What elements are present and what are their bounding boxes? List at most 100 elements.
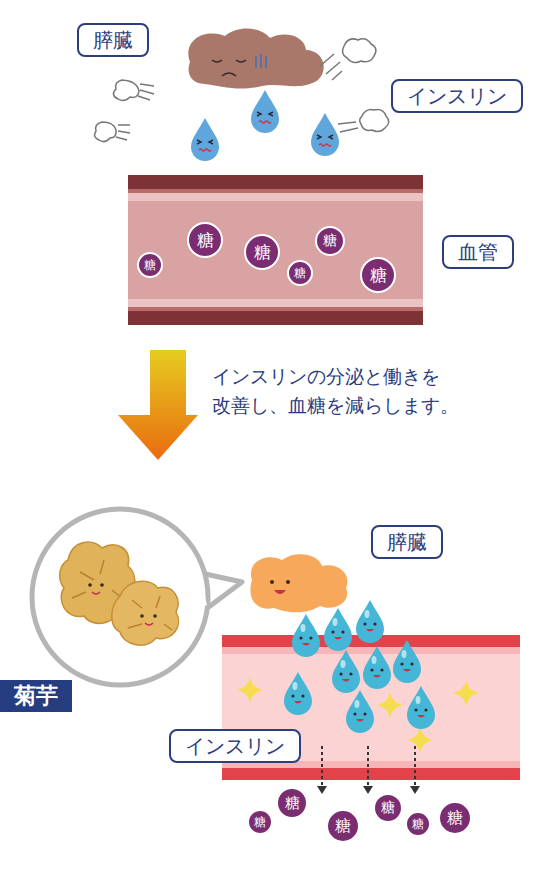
node-text: 糖 — [144, 257, 156, 274]
narrow-blood-vessel-part — [128, 189, 423, 193]
tired-insulin-drops-part — [191, 118, 219, 161]
active-insulin-drops-part — [324, 608, 352, 651]
kikuimo-tubers-part — [92, 592, 100, 594]
healthy-blood-vessel-part — [222, 768, 520, 780]
sugar-circle: 糖 — [244, 234, 280, 270]
narrow-blood-vessel-part — [128, 175, 423, 189]
title-tag: 菊芋 — [0, 680, 72, 712]
node-text: 菊芋 — [14, 682, 58, 710]
healthy-blood-vessel-part — [222, 647, 520, 654]
label-box: 膵臓 — [77, 23, 149, 57]
down-arrow — [118, 350, 198, 460]
kikuimo-tubers-part — [153, 614, 157, 618]
active-insulin-drops-part — [292, 614, 320, 657]
node-text: 血管 — [458, 239, 498, 265]
node-text: 膵臓 — [93, 27, 133, 53]
kikuimo-tubers-part — [112, 581, 179, 645]
active-insulin-drops-part — [356, 600, 384, 643]
sugar-circle: 糖 — [187, 222, 223, 258]
kikuimo-tubers — [60, 542, 179, 645]
sugar-circle: 糖 — [276, 787, 308, 819]
tired-pancreas-part — [116, 125, 130, 140]
sugar-circle: 糖 — [373, 793, 403, 823]
sugar-circle: 糖 — [315, 226, 345, 256]
kikuimo-tubers-part — [145, 623, 153, 625]
tired-pancreas-part — [138, 84, 154, 100]
narrow-blood-vessel-part — [128, 299, 423, 307]
tired-pancreas-part — [95, 122, 117, 142]
sugar-outflow-arrows-part — [414, 746, 416, 786]
sugar-outflow-arrows — [317, 746, 420, 794]
node-text: インスリン — [407, 83, 507, 109]
sugar-circle: 糖 — [360, 257, 396, 293]
healthy-blood-vessel-part — [453, 680, 479, 706]
tired-pancreas-part — [222, 73, 236, 76]
kikuimo-tubers-part — [72, 560, 122, 598]
speech-bubble-part — [198, 578, 204, 606]
tired-pancreas-part — [212, 60, 246, 62]
node-text: 糖 — [197, 229, 214, 252]
active-insulin-drops-part — [332, 650, 360, 693]
tired-pancreas-part — [338, 122, 358, 132]
active-insulin-drops-part — [393, 640, 421, 683]
active-insulin-drops — [284, 600, 435, 733]
sugar-circle: 糖 — [438, 801, 472, 835]
sugar-circle: 糖 — [287, 260, 313, 286]
narrow-blood-vessel-part — [128, 311, 423, 325]
sugar-outflow-arrows-part — [317, 786, 420, 794]
healthy-pancreas-part — [270, 580, 274, 584]
node-text: 膵臓 — [387, 529, 427, 555]
node-text: 糖 — [323, 232, 337, 250]
tired-pancreas-part — [343, 39, 376, 63]
tired-insulin-drops-part — [311, 113, 339, 156]
node-text: 糖 — [294, 265, 306, 282]
node-text: 糖 — [254, 814, 266, 831]
healthy-pancreas-part — [286, 580, 290, 584]
active-insulin-drops-part — [284, 672, 312, 715]
kikuimo-tubers-part — [100, 583, 104, 587]
healthy-pancreas-part — [274, 590, 286, 594]
node-text: 糖 — [447, 808, 463, 829]
narrow-blood-vessel-part — [128, 193, 423, 201]
speech-bubble — [32, 509, 242, 685]
active-insulin-drops-part — [407, 686, 435, 729]
healthy-pancreas-part — [250, 554, 347, 612]
sugar-circle: 糖 — [326, 809, 360, 843]
label-box: インスリン — [391, 79, 523, 113]
tired-pancreas-part — [320, 54, 342, 80]
narrow-blood-vessel-part — [128, 175, 423, 325]
kikuimo-tubers-part — [88, 583, 92, 587]
sugar-circle: 糖 — [247, 809, 273, 835]
narrow-blood-vessel-part — [128, 307, 423, 311]
node-text: 糖 — [335, 816, 351, 837]
node-text: 糖 — [412, 816, 424, 833]
caption-note: インスリンの分泌と働きを 改善し、血糖を減らします。 — [212, 362, 512, 420]
sugar-circle: 糖 — [405, 811, 431, 837]
speech-bubble-part — [32, 509, 208, 685]
kikuimo-tubers-part — [140, 614, 144, 618]
healthy-blood-vessel-part — [237, 677, 263, 703]
label-box: 血管 — [442, 235, 514, 269]
tired-insulin-drops — [191, 90, 339, 161]
tired-pancreas-part — [113, 80, 139, 101]
tired-pancreas-part — [256, 54, 266, 68]
tired-pancreas-part — [360, 110, 389, 132]
node-text: 糖 — [370, 264, 387, 287]
sugar-outflow-arrows-part — [321, 746, 323, 786]
sugar-outflow-arrows-part — [367, 746, 369, 786]
tired-pancreas-part — [188, 29, 323, 89]
node-text: 糖 — [381, 799, 395, 817]
kikuimo-tubers-part — [128, 596, 172, 630]
node-text: インスリン — [185, 733, 285, 759]
narrow-blood-vessel — [128, 175, 423, 325]
sugar-circle: 糖 — [137, 252, 163, 278]
node-text: 糖 — [285, 794, 300, 813]
node-text: 糖 — [254, 241, 271, 264]
healthy-pancreas — [250, 554, 347, 612]
tired-insulin-drops-part — [251, 90, 279, 133]
label-box: 膵臓 — [371, 525, 443, 559]
active-insulin-drops-part — [346, 690, 374, 733]
healthy-blood-vessel-part — [377, 692, 403, 718]
active-insulin-drops-part — [363, 646, 391, 689]
